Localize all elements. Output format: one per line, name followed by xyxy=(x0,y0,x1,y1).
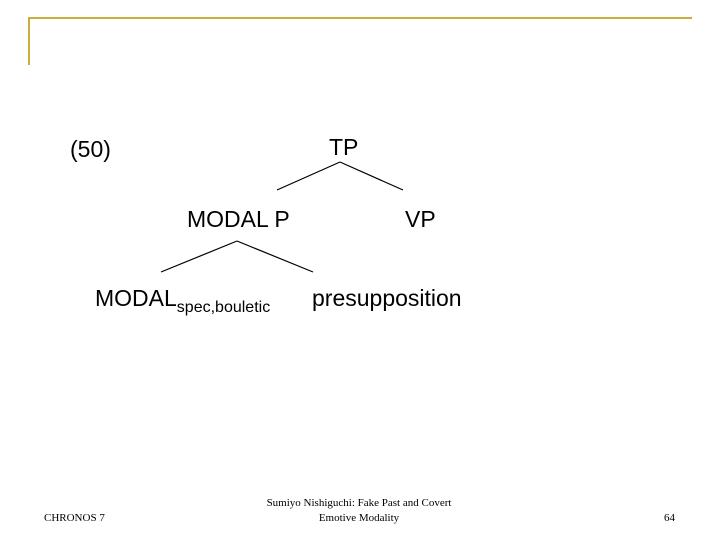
footer-center: Sumiyo Nishiguchi: Fake Past and Covert … xyxy=(238,496,480,526)
page-number: 64 xyxy=(664,512,675,524)
branch-modalp-modal xyxy=(160,240,238,273)
footer-center-line2: Emotive Modality xyxy=(318,512,400,524)
node-tp: TP xyxy=(329,134,359,160)
node-modal-subscript: spec,bouletic xyxy=(176,299,271,316)
frame-left-rule xyxy=(28,17,30,65)
footer-left: CHRONOS 7 xyxy=(44,512,105,524)
node-presupposition: presupposition xyxy=(312,285,462,311)
node-modal-p: MODAL P xyxy=(187,206,290,232)
branch-modalp-presupposition xyxy=(236,240,314,273)
node-modal-label: MODAL xyxy=(95,285,177,311)
footer-center-line1: Sumiyo Nishiguchi: Fake Past and Covert xyxy=(266,497,452,509)
node-modal: MODALspec,bouletic xyxy=(95,287,270,316)
node-vp: VP xyxy=(405,206,436,232)
example-number: (50) xyxy=(70,136,111,162)
branch-tp-vp xyxy=(339,161,404,191)
branch-tp-modalp xyxy=(276,161,341,191)
frame-top-rule xyxy=(28,17,692,19)
